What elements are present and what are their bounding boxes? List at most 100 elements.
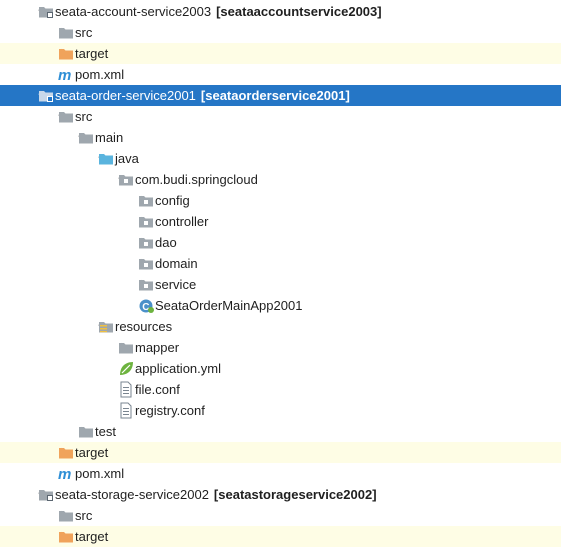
tree-item-label: service <box>155 274 196 295</box>
tree-item-label: dao <box>155 232 177 253</box>
tree-item-label: resources <box>115 316 172 337</box>
package-icon <box>138 276 154 293</box>
tree-row[interactable]: file.conf <box>0 379 561 400</box>
svg-text:m: m <box>58 67 71 83</box>
tree-row[interactable]: service <box>0 274 561 295</box>
tree-item-label: pom.xml <box>75 64 124 85</box>
tree-item-name: resources <box>115 319 173 334</box>
tree-item-name: seata-storage-service2002 <box>55 487 209 502</box>
tree-item-name: target <box>75 46 109 61</box>
tree-item-label: java <box>115 148 139 169</box>
tree-item-label: domain <box>155 253 198 274</box>
file-icon <box>118 402 134 419</box>
package-icon <box>138 192 154 209</box>
tree-row[interactable]: registry.conf <box>0 400 561 421</box>
tree-row[interactable]: target <box>0 442 561 463</box>
module-name: [seatastorageservice2002] <box>213 487 377 502</box>
tree-item-label: target <box>75 43 108 64</box>
tree-item-label: seata-order-service2001 [seataorderservic… <box>55 85 350 106</box>
maven-icon: m <box>58 465 74 483</box>
tree-item-name: application.yml <box>135 361 221 376</box>
module-icon <box>38 87 54 104</box>
folder-icon <box>58 108 74 125</box>
tree-item-name: src <box>75 25 93 40</box>
tree-item-name: seata-account-service2003 <box>55 4 212 19</box>
tree-row[interactable]: target <box>0 43 561 64</box>
tree-row[interactable]: com.budi.springcloud <box>0 169 561 190</box>
tree-item-label: controller <box>155 211 208 232</box>
module-name: [seataaccountservice2003] <box>216 4 382 19</box>
tree-row[interactable]: dao <box>0 232 561 253</box>
resources-folder-icon <box>98 318 114 335</box>
spring-class-icon: C <box>138 297 154 314</box>
tree-item-name: target <box>75 529 109 544</box>
svg-text:m: m <box>58 466 71 482</box>
tree-row[interactable]: seata-account-service2003 [seataaccountse… <box>0 1 561 22</box>
module-name: [seataorderservice2001] <box>200 88 350 103</box>
package-icon <box>138 213 154 230</box>
tree-item-name: pom.xml <box>75 466 125 481</box>
tree-item-name: target <box>75 445 109 460</box>
tree-item-label: src <box>75 22 92 43</box>
tree-item-label: file.conf <box>135 379 180 400</box>
tree-item-label: com.budi.springcloud <box>135 169 258 190</box>
tree-item-label: main <box>95 127 123 148</box>
excluded-folder-icon <box>58 528 74 545</box>
tree-row[interactable]: m pom.xml <box>0 463 561 484</box>
source-folder-icon <box>98 150 114 167</box>
file-icon <box>118 381 134 398</box>
tree-item-name: registry.conf <box>135 403 205 418</box>
tree-item-label: SeataOrderMainApp2001 <box>155 295 302 316</box>
tree-item-label: src <box>75 505 92 526</box>
tree-item-label: mapper <box>135 337 179 358</box>
folder-icon <box>58 24 74 41</box>
tree-row[interactable]: domain <box>0 253 561 274</box>
tree-item-name: pom.xml <box>75 67 125 82</box>
tree-item-label: src <box>75 106 92 127</box>
tree-item-label: target <box>75 442 108 463</box>
package-icon <box>118 171 134 188</box>
tree-row[interactable]: main <box>0 127 561 148</box>
tree-row[interactable]: application.yml <box>0 358 561 379</box>
tree-item-name: src <box>75 508 93 523</box>
spring-config-icon <box>118 360 134 377</box>
tree-row[interactable]: src <box>0 505 561 526</box>
tree-item-name: config <box>155 193 190 208</box>
tree-row[interactable]: C SeataOrderMainApp2001 <box>0 295 561 316</box>
module-icon <box>38 486 54 503</box>
tree-row[interactable]: java <box>0 148 561 169</box>
tree-row[interactable]: seata-storage-service2002 [seatastoragese… <box>0 484 561 505</box>
excluded-folder-icon <box>58 45 74 62</box>
package-icon <box>138 234 154 251</box>
tree-item-name: test <box>95 424 116 439</box>
folder-icon <box>78 423 94 440</box>
module-icon <box>38 3 54 20</box>
tree-item-name: SeataOrderMainApp2001 <box>155 298 303 313</box>
tree-row[interactable]: controller <box>0 211 561 232</box>
tree-row[interactable]: m pom.xml <box>0 64 561 85</box>
tree-item-name: domain <box>155 256 198 271</box>
tree-item-label: seata-account-service2003 [seataaccountse… <box>55 1 382 22</box>
tree-item-name: controller <box>155 214 209 229</box>
package-icon <box>138 255 154 272</box>
tree-item-name: src <box>75 109 93 124</box>
folder-icon <box>78 129 94 146</box>
tree-row[interactable]: target <box>0 526 561 547</box>
tree-item-label: application.yml <box>135 358 221 379</box>
folder-icon <box>118 339 134 356</box>
tree-item-name: seata-order-service2001 <box>55 88 196 103</box>
tree-item-name: mapper <box>135 340 180 355</box>
svg-text:C: C <box>142 302 149 313</box>
tree-row[interactable]: src <box>0 106 561 127</box>
tree-row[interactable]: mapper <box>0 337 561 358</box>
tree-row[interactable]: test <box>0 421 561 442</box>
tree-row[interactable]: config <box>0 190 561 211</box>
tree-item-name: dao <box>155 235 177 250</box>
tree-row[interactable]: resources <box>0 316 561 337</box>
tree-item-label: registry.conf <box>135 400 205 421</box>
tree-row[interactable]: seata-order-service2001 [seataorderservic… <box>0 85 561 106</box>
folder-icon <box>58 507 74 524</box>
tree-row[interactable]: src <box>0 22 561 43</box>
tree-item-name: file.conf <box>135 382 180 397</box>
